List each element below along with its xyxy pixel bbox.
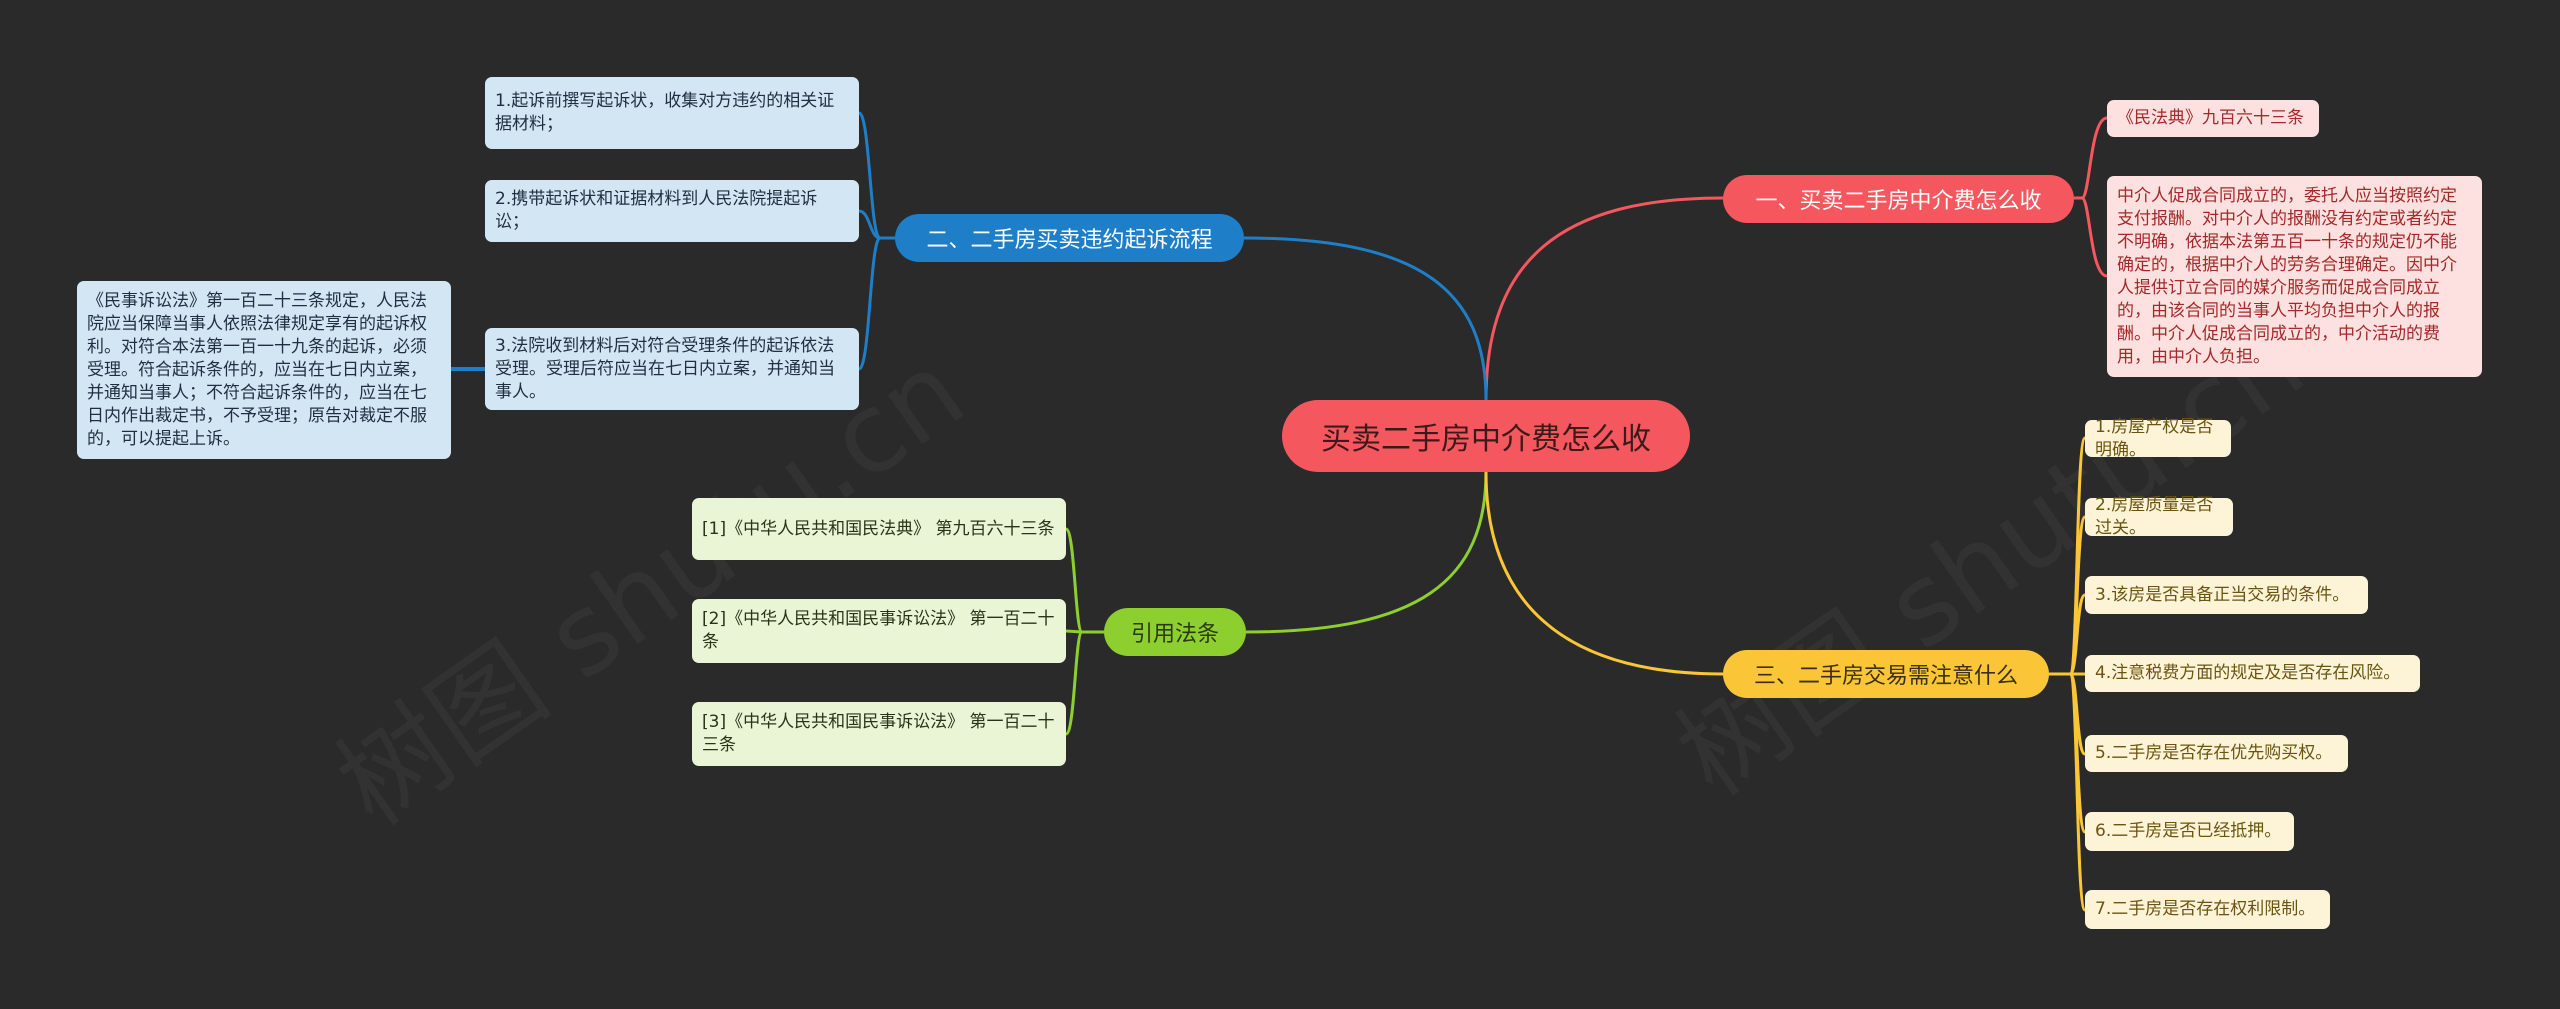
leaf-text: 4.注意税费方面的规定及是否存在风险。 <box>2095 663 2401 683</box>
branch-label: 三、二手房交易需注意什么 <box>1753 664 2018 689</box>
leaf-note-3[interactable]: 3.该房是否具备正当交易的条件。 <box>2085 576 2368 614</box>
leaf-text: [2]《中华人民共和国民事诉讼法》 第一百二十条 <box>702 609 1055 652</box>
leaf-citation-1[interactable]: [1]《中华人民共和国民法典》 第九百六十三条 <box>692 498 1066 560</box>
leaf-step-1[interactable]: 1.起诉前撰写起诉状，收集对方违约的相关证据材料； <box>485 77 859 149</box>
leaf-note-5[interactable]: 5.二手房是否存在优先购买权。 <box>2085 735 2348 772</box>
leaf-text: 1.起诉前撰写起诉状，收集对方违约的相关证据材料； <box>495 91 835 134</box>
leaf-text: [1]《中华人民共和国民法典》 第九百六十三条 <box>702 518 1055 539</box>
leaf-text: 2.房屋质量是否过关。 <box>2095 495 2214 538</box>
leaf-note-4[interactable]: 4.注意税费方面的规定及是否存在风险。 <box>2085 655 2420 692</box>
central-topic[interactable]: 买卖二手房中介费怎么收 <box>1282 400 1690 472</box>
branch-cited-laws[interactable]: 引用法条 <box>1104 608 1246 656</box>
leaf-note-7[interactable]: 7.二手房是否存在权利限制。 <box>2085 890 2330 929</box>
leaf-step-3[interactable]: 3.法院收到材料后对符合受理条件的起诉依法受理。受理后符应当在七日内立案，并通知… <box>485 328 859 410</box>
leaf-citation-2[interactable]: [2]《中华人民共和国民事诉讼法》 第一百二十条 <box>692 599 1066 663</box>
leaf-text: 3.该房是否具备正当交易的条件。 <box>2095 584 2350 605</box>
leaf-text: 2.携带起诉状和证据材料到人民法院提起诉讼； <box>495 189 818 232</box>
branch-label: 一、买卖二手房中介费怎么收 <box>1755 189 2042 214</box>
branch-label: 引用法条 <box>1130 622 1219 647</box>
link-center-blue <box>1243 236 1488 401</box>
branch-label: 二、二手房买卖违约起诉流程 <box>926 228 1213 253</box>
leaf-note-1[interactable]: 1.房屋产权是否明确。 <box>2085 417 2231 460</box>
leaf-civil-code-963[interactable]: 《民法典》九百六十三条 <box>2107 100 2319 137</box>
branch-fee-collection[interactable]: 一、买卖二手房中介费怎么收 <box>1723 175 2074 223</box>
leaf-step-2[interactable]: 2.携带起诉状和证据材料到人民法院提起诉讼； <box>485 180 859 242</box>
leaf-text: [3]《中华人民共和国民事诉讼法》 第一百二十三条 <box>702 712 1055 755</box>
leaf-civil-code-text[interactable]: 中介人促成合同成立的，委托人应当按照约定支付报酬。对中介人的报酬没有约定或者约定… <box>2107 176 2482 377</box>
leaf-note-6[interactable]: 6.二手房是否已经抵押。 <box>2085 812 2294 851</box>
leaf-text: 《民事诉讼法》第一百二十三条规定，人民法院应当保障当事人依照法律规定享有的起诉权… <box>87 290 427 449</box>
central-topic-label: 买卖二手房中介费怎么收 <box>1321 422 1651 457</box>
link-center-yellow <box>1484 471 1724 676</box>
link-center-green <box>1245 471 1488 634</box>
leaf-text: 3.法院收到材料后对符合受理条件的起诉依法受理。受理后符应当在七日内立案，并通知… <box>495 335 835 402</box>
leaf-text: 中介人促成合同成立的，委托人应当按照约定支付报酬。对中介人的报酬没有约定或者约定… <box>2117 185 2457 367</box>
leaf-civil-procedure-123[interactable]: 《民事诉讼法》第一百二十三条规定，人民法院应当保障当事人依照法律规定享有的起诉权… <box>77 281 451 459</box>
leaf-text: 5.二手房是否存在优先购买权。 <box>2095 743 2333 763</box>
leaf-text: 1.房屋产权是否明确。 <box>2095 416 2214 460</box>
leaf-text: 《民法典》九百六十三条 <box>2117 108 2304 128</box>
branch-transaction-notes[interactable]: 三、二手房交易需注意什么 <box>1723 650 2049 698</box>
link-center-red <box>1484 196 1724 401</box>
leaf-text: 7.二手房是否存在权利限制。 <box>2095 899 2316 919</box>
leaf-note-2[interactable]: 2.房屋质量是否过关。 <box>2085 495 2233 538</box>
branch-lawsuit-process[interactable]: 二、二手房买卖违约起诉流程 <box>895 214 1244 262</box>
leaf-citation-3[interactable]: [3]《中华人民共和国民事诉讼法》 第一百二十三条 <box>692 702 1066 766</box>
leaf-text: 6.二手房是否已经抵押。 <box>2095 821 2282 841</box>
